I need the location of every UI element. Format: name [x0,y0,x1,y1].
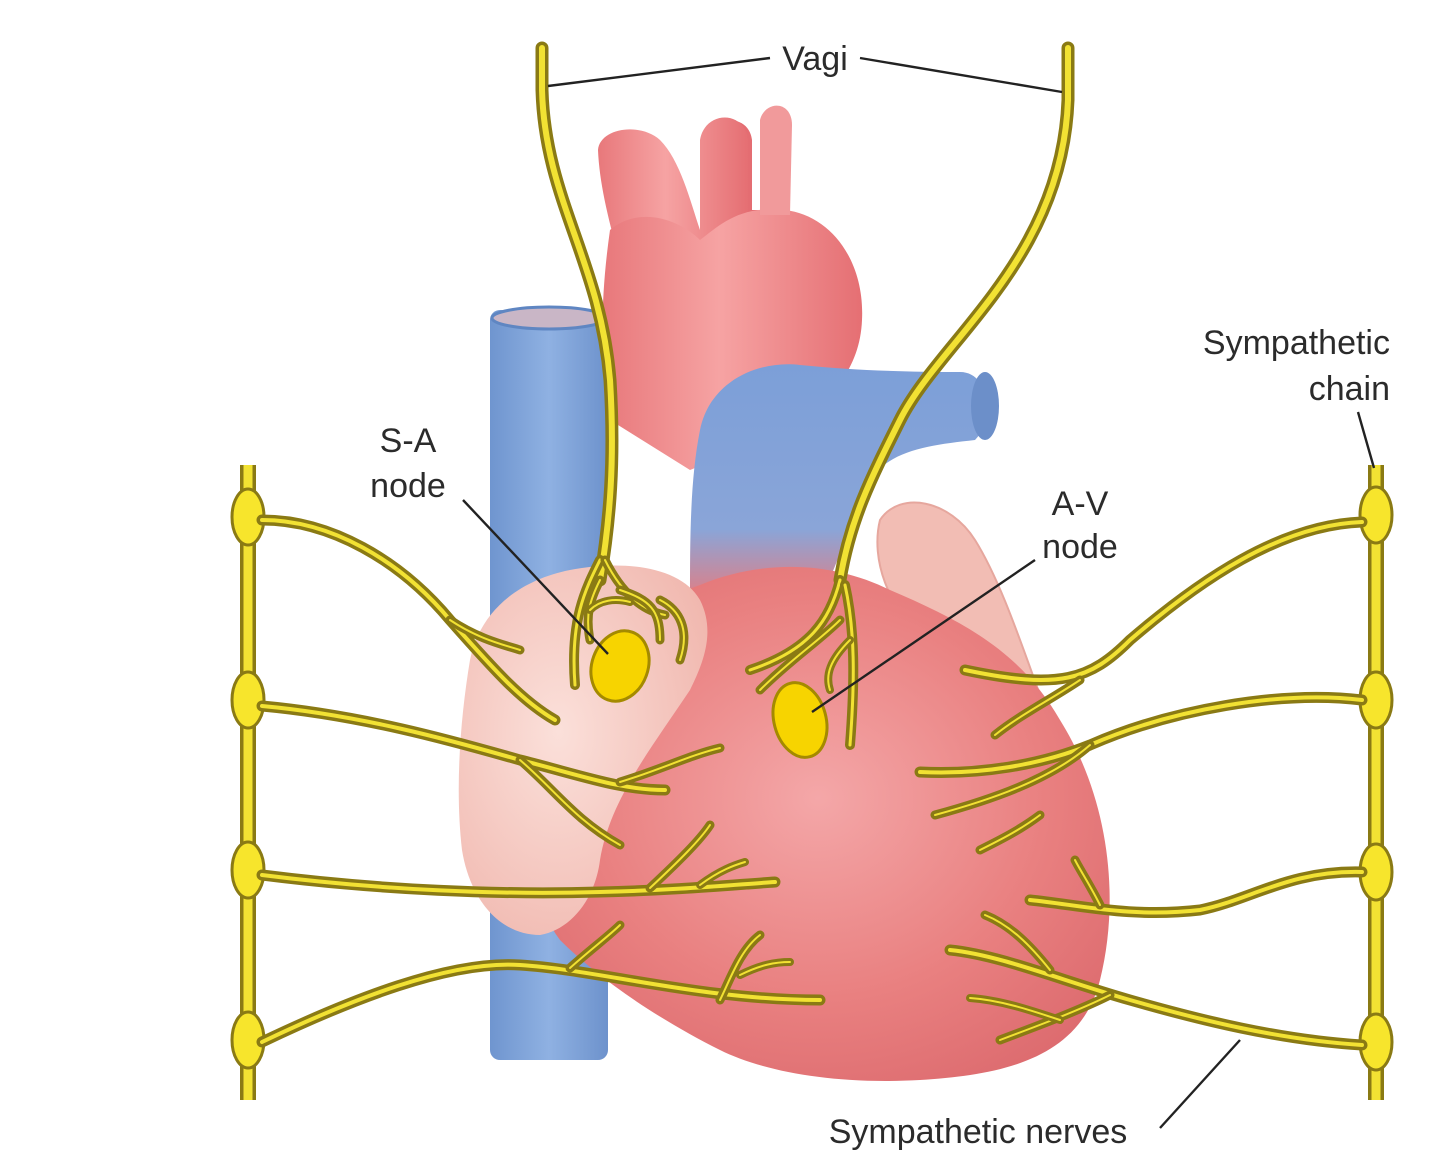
sympathetic-nerve-left-core [260,873,777,895]
sympathetic-chain-right [1358,465,1394,1100]
sympathetic-branch [515,755,625,850]
vagal-branch-core [659,599,685,661]
sympathetic-branch [715,930,765,1005]
sympathetic-branch-core [934,744,1091,816]
sympathetic-branch-core [1074,859,1101,906]
sympathetic-branch-core [649,824,711,889]
sympathetic-branch-core [979,814,1041,851]
sympathetic-branch [696,858,749,889]
sympathetic-branch [930,740,1095,820]
vagal-branch [824,636,854,694]
sym-nerves-leader [1159,1039,1241,1129]
sympathetic-branch [966,994,1064,1024]
sympathetic-branch [736,958,794,979]
sympathetic-branch [445,615,525,655]
sympathetic-nerve-right [959,516,1368,686]
av-node-label-line1: A-V [1052,485,1109,523]
vagal-branch [655,595,689,665]
sympathetic-branch-core [519,759,621,846]
vagi-label: Vagi [782,40,848,78]
sympathetic-branch-core [449,619,521,651]
vagus-nerve-right-outline [833,41,1075,587]
sympathetic-branch-core [739,961,791,976]
vagus-nerve-left-core [539,45,615,583]
vagal-branch-core [843,583,855,747]
vagal-branch [615,585,665,645]
sa-node [589,629,651,703]
sympathetic-branch-core [984,914,1051,971]
sympathetic-nerve-left [256,959,826,1048]
sympathetic-branch-core [699,861,746,886]
vagal-branch-core [748,578,842,672]
pulmonary-artery [690,364,999,600]
vagus-nerve-left [535,41,619,587]
ganglion [1358,485,1394,545]
av-node-leader [811,559,1036,713]
sympathetic-branch [565,920,625,973]
sympathetic-branch [645,820,715,893]
sympathetic-nerve-left [256,869,781,899]
vagal-branch-core [827,639,851,691]
sympathetic-nerve-right-core [1028,869,1364,915]
vagal-branch-core [619,589,661,641]
sa-node-label-line2: node [370,467,446,505]
vagal-branch-core [572,558,602,687]
sympathetic-nerve-right-core [963,520,1364,682]
vagal-branch-core [759,619,841,691]
sympathetic-nerve-left [256,514,561,726]
vagal-branch-core [589,599,631,611]
vagi-leader-right [859,56,1063,94]
sympathetic-branch-core [969,997,1061,1021]
vagal-branch [586,596,634,614]
sympathetic-nerves-label: Sympathetic nerves [829,1113,1128,1151]
sympathetic-nerve-right [944,944,1368,1051]
vagus-nerve-right [833,41,1075,587]
sympathetic-nerve-right [1024,866,1368,919]
sympathetic-chain-label-line1: Sympathetic [1203,324,1390,362]
vagal-branch [840,580,859,750]
sympathetic-branch-core [619,747,721,783]
sym-chain-leader [1356,411,1376,469]
av-node [771,681,829,759]
sympathetic-branch [1070,855,1105,910]
sympathetic-nerve-right-core [918,695,1364,775]
sympathetic-branch-core [719,934,761,1001]
sympathetic-chain-label-line2: chain [1309,370,1390,408]
sympathetic-chain-left [230,465,266,1100]
sympathetic-nerve-right [914,691,1368,778]
sympathetic-nerve-right-core [948,948,1364,1047]
sympathetic-branch [990,675,1085,740]
sympathetic-nerve-left-core [260,518,557,722]
ganglion [230,840,266,900]
sympathetic-branch-core [569,924,621,969]
vagal-branch [755,615,845,695]
labels: Vagi S-A node A-V node Sympathetic chain… [370,40,1390,1151]
vagi-leader-left [547,56,771,88]
vagal-branch [745,575,845,675]
vagus-nerve-right-core [837,45,1071,583]
leader-lines [462,56,1376,1129]
sa-node-label-line1: S-A [380,422,437,460]
ganglion [230,670,266,730]
sympathetic-nerve-left-core [260,962,822,1044]
sa-node-leader [462,499,609,655]
sympathetic-branch-core [994,679,1081,736]
av-node-label-line2: node [1042,528,1118,566]
vagal-branch [569,555,605,690]
sympathetic-branch [615,743,725,787]
sympathetic-branch [975,810,1045,855]
sympathetic-branch [980,910,1055,975]
nerves [256,41,1368,1051]
